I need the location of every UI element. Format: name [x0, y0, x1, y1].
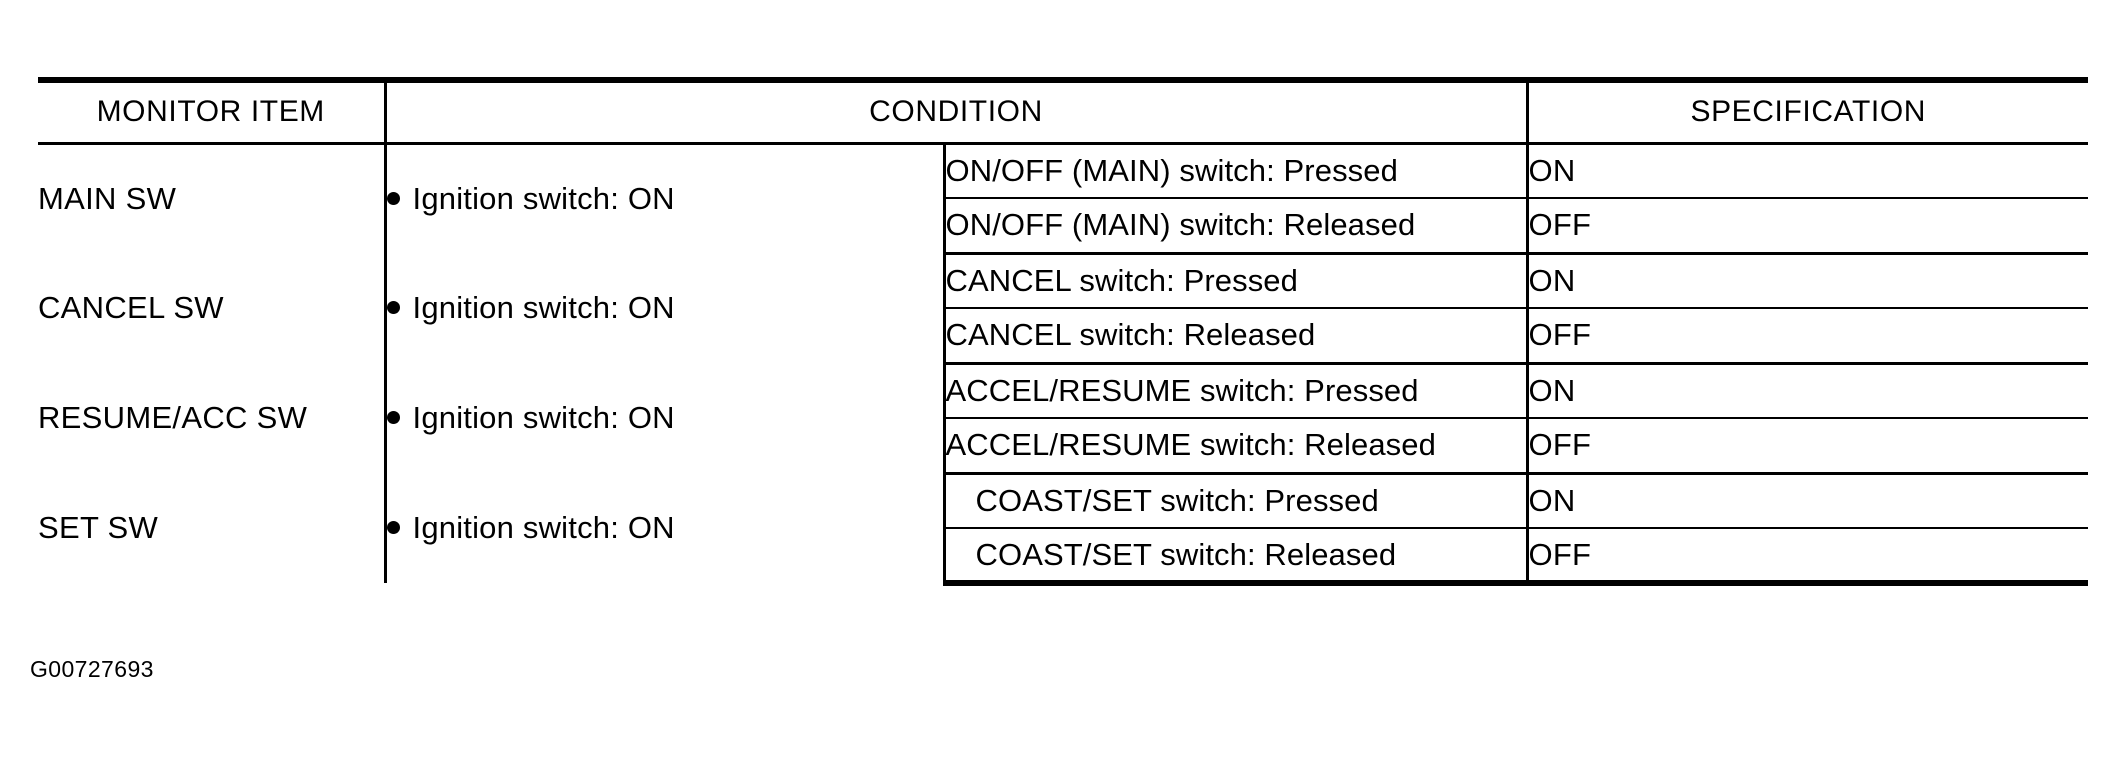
ignition-condition-cell: Ignition switch: ON: [383, 143, 944, 253]
specification-cell: OFF: [1525, 308, 2089, 365]
specification-cell: ON: [1525, 473, 2089, 529]
condition-cell: ON/OFF (MAIN) switch: Pressed: [942, 143, 1528, 199]
table-row: ACCEL/RESUME switch: Released OFF: [38, 418, 2089, 475]
table-row: CANCEL SW Ignition switch: ON CANCEL swi…: [38, 253, 2089, 363]
column-header-specification: SPECIFICATION: [1525, 77, 2089, 145]
condition-cell: COAST/SET switch: Released: [942, 528, 1528, 586]
condition-cell: CANCEL switch: Pressed: [942, 253, 1528, 309]
condition-cell: ACCEL/RESUME switch: Pressed: [942, 363, 1528, 419]
specification-cell: ON: [1525, 143, 2089, 199]
figure-caption: G00727693: [30, 656, 154, 682]
ignition-condition-cell: Ignition switch: ON: [383, 473, 944, 583]
condition-cell: ON/OFF (MAIN) switch: Released: [942, 198, 1528, 255]
bullet-icon: [386, 301, 400, 315]
ignition-condition-label: Ignition switch: ON: [412, 180, 675, 216]
ignition-condition-cell: Ignition switch: ON: [383, 253, 944, 363]
bullet-icon: [386, 192, 400, 206]
condition-cell: COAST/SET switch: Pressed: [942, 473, 1528, 529]
bullet-icon: [386, 411, 400, 425]
table-row: ON/OFF (MAIN) switch: Released OFF: [38, 198, 2089, 255]
table-row: CANCEL switch: Released OFF: [38, 308, 2089, 365]
specification-cell: OFF: [1525, 198, 2089, 255]
specification-cell: OFF: [1525, 528, 2089, 586]
table-header: MONITOR ITEM CONDITION SPECIFICATION: [38, 77, 2089, 145]
specification-cell: OFF: [1525, 418, 2089, 475]
condition-cell: CANCEL switch: Released: [942, 308, 1528, 365]
monitor-item-cell: SET SW: [38, 473, 385, 583]
monitor-specification-table: MONITOR ITEM CONDITION SPECIFICATION MAI…: [38, 77, 2089, 586]
table-row: COAST/SET switch: Released OFF: [38, 528, 2089, 586]
ignition-condition-cell: Ignition switch: ON: [383, 363, 944, 473]
column-header-condition: CONDITION: [383, 77, 1528, 145]
specification-cell: ON: [1525, 363, 2089, 419]
table-row: MAIN SW Ignition switch: ON ON/OFF (MAIN…: [38, 143, 2089, 253]
condition-cell: ACCEL/RESUME switch: Released: [942, 418, 1528, 475]
column-header-monitor-item: MONITOR ITEM: [38, 77, 385, 145]
bullet-icon: [386, 521, 400, 535]
table-row: SET SW Ignition switch: ON COAST/SET swi…: [38, 473, 2089, 583]
monitor-item-cell: CANCEL SW: [38, 253, 385, 363]
monitor-item-cell: RESUME/ACC SW: [38, 363, 385, 473]
monitor-item-cell: MAIN SW: [38, 143, 385, 253]
ignition-condition-label: Ignition switch: ON: [412, 400, 675, 435]
table-row: RESUME/ACC SW Ignition switch: ON ACCEL/…: [38, 363, 2089, 473]
specification-cell: ON: [1525, 253, 2089, 309]
ignition-condition-label: Ignition switch: ON: [412, 290, 675, 325]
table-header-row: MONITOR ITEM CONDITION SPECIFICATION: [38, 77, 2089, 145]
ignition-condition-label: Ignition switch: ON: [412, 510, 675, 545]
table-body: MAIN SW Ignition switch: ON ON/OFF (MAIN…: [38, 143, 2089, 586]
